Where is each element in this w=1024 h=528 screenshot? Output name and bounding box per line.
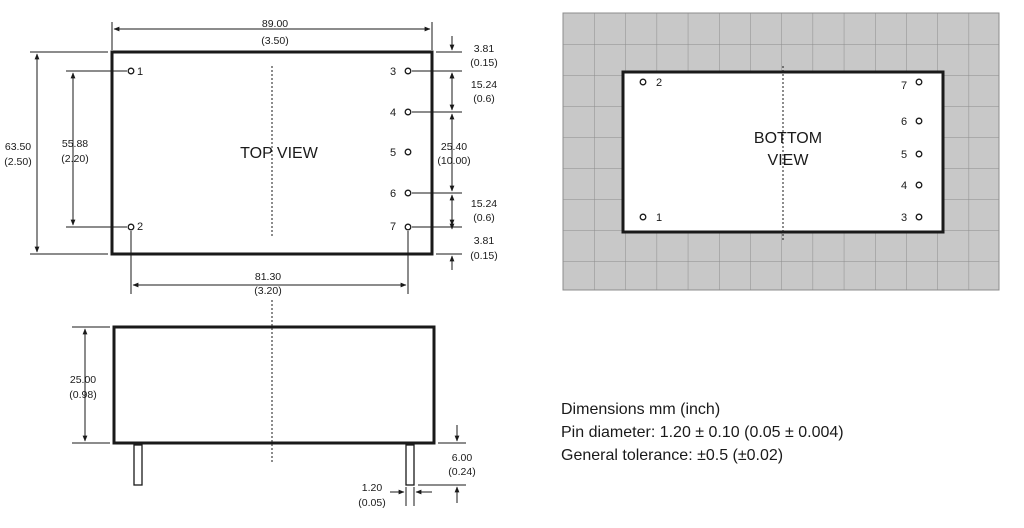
side-view-outline — [112, 325, 436, 445]
top-pin-6 — [404, 189, 412, 197]
bottom-pin-6-label: 6 — [901, 116, 907, 128]
top-pin-5-label: 5 — [390, 147, 396, 159]
dim-top-edge-mm: 3.81 — [474, 43, 495, 55]
top-pin-1-label: 1 — [137, 66, 143, 78]
dim-center-mm: 25.40 — [441, 141, 467, 153]
dim-width-in: (3.50) — [261, 35, 288, 47]
note-pin-diameter: Pin diameter: 1.20 ± 0.10 (0.05 ± 0.004) — [561, 424, 844, 441]
dim-height-mm: 63.50 — [5, 141, 31, 153]
dim-right-stack — [412, 36, 462, 270]
dim-width-mm: 89.00 — [262, 18, 288, 30]
dim-top-edge-in: (0.15) — [470, 57, 497, 69]
dim-pin-span-v — [66, 70, 127, 228]
dim-pitch-b-mm: 15.24 — [471, 198, 497, 210]
bottom-pin-1 — [639, 213, 647, 221]
bottom-pin-6 — [915, 117, 923, 125]
top-pin-2 — [127, 223, 135, 231]
dim-pin-span-h-mm: 81.30 — [255, 271, 281, 283]
top-pin-4 — [404, 108, 412, 116]
bottom-pin-2 — [639, 78, 647, 86]
dim-side-height — [72, 326, 110, 444]
dim-pin-length-mm: 6.00 — [452, 452, 473, 464]
dim-pin-length-in: (0.24) — [448, 466, 475, 478]
bottom-pin-5-label: 5 — [901, 149, 907, 161]
bottom-pin-7 — [915, 78, 923, 86]
dim-pin-span-h — [130, 231, 409, 294]
top-pin-1 — [127, 67, 135, 75]
bottom-view-label-line1: BOTTOM — [754, 130, 822, 147]
dim-height — [30, 51, 108, 255]
bottom-pin-2-label: 2 — [656, 77, 662, 89]
dim-side-height-in: (0.98) — [69, 389, 96, 401]
bottom-pin-3 — [915, 213, 923, 221]
dim-pin-span-v-mm: 55.88 — [62, 138, 88, 150]
side-view: 25.00 (0.98) 6.00 (0.24) 1.20 (0.05) — [69, 300, 476, 509]
bottom-pin-7-label: 7 — [901, 80, 907, 92]
dim-pitch-a-in: (0.6) — [473, 93, 495, 105]
dim-bottom-edge-in: (0.15) — [470, 250, 497, 262]
dim-pin-diameter-in: (0.05) — [358, 497, 385, 509]
top-view: TOP VIEW 1 2 3 4 5 6 7 89.00 (3.50) 63.5… — [4, 18, 497, 297]
top-pin-3-label: 3 — [390, 66, 396, 78]
top-pin-5 — [404, 148, 412, 156]
dim-pin-span-v-in: (2.20) — [61, 153, 88, 165]
dim-pin-length — [418, 425, 466, 503]
side-pin-left — [133, 444, 143, 486]
dim-height-in: (2.50) — [4, 156, 31, 168]
bottom-view: BOTTOM VIEW 2 1 7 6 5 4 3 — [562, 12, 1000, 291]
dim-pitch-b-in: (0.6) — [473, 212, 495, 224]
dim-pin-diameter — [390, 487, 432, 506]
note-units: Dimensions mm (inch) — [561, 401, 720, 418]
dim-bottom-edge-mm: 3.81 — [474, 235, 495, 247]
side-pin-right — [405, 444, 415, 486]
bottom-pin-4-label: 4 — [901, 180, 907, 192]
top-pin-6-label: 6 — [390, 188, 396, 200]
dim-side-height-mm: 25.00 — [70, 374, 96, 386]
top-pin-3 — [404, 67, 412, 75]
bottom-pin-3-label: 3 — [901, 212, 907, 224]
dim-pitch-a-mm: 15.24 — [471, 79, 497, 91]
top-view-label: TOP VIEW — [240, 145, 319, 162]
note-tolerance: General tolerance: ±0.5 (±0.02) — [561, 447, 783, 464]
top-view-outline — [110, 50, 434, 256]
bottom-pin-1-label: 1 — [656, 212, 662, 224]
top-pin-2-label: 2 — [137, 221, 143, 233]
dim-pin-diameter-mm: 1.20 — [362, 482, 383, 494]
dim-pin-span-h-in: (3.20) — [254, 285, 281, 297]
bottom-pin-5 — [915, 150, 923, 158]
top-pin-4-label: 4 — [390, 107, 396, 119]
top-pin-7 — [404, 223, 412, 231]
top-pin-7-label: 7 — [390, 221, 396, 233]
bottom-pin-4 — [915, 181, 923, 189]
notes: Dimensions mm (inch) Pin diameter: 1.20 … — [561, 401, 844, 464]
dim-center-in: (10.00) — [437, 155, 470, 167]
bottom-view-label-line2: VIEW — [768, 152, 810, 169]
dim-width — [111, 22, 433, 50]
